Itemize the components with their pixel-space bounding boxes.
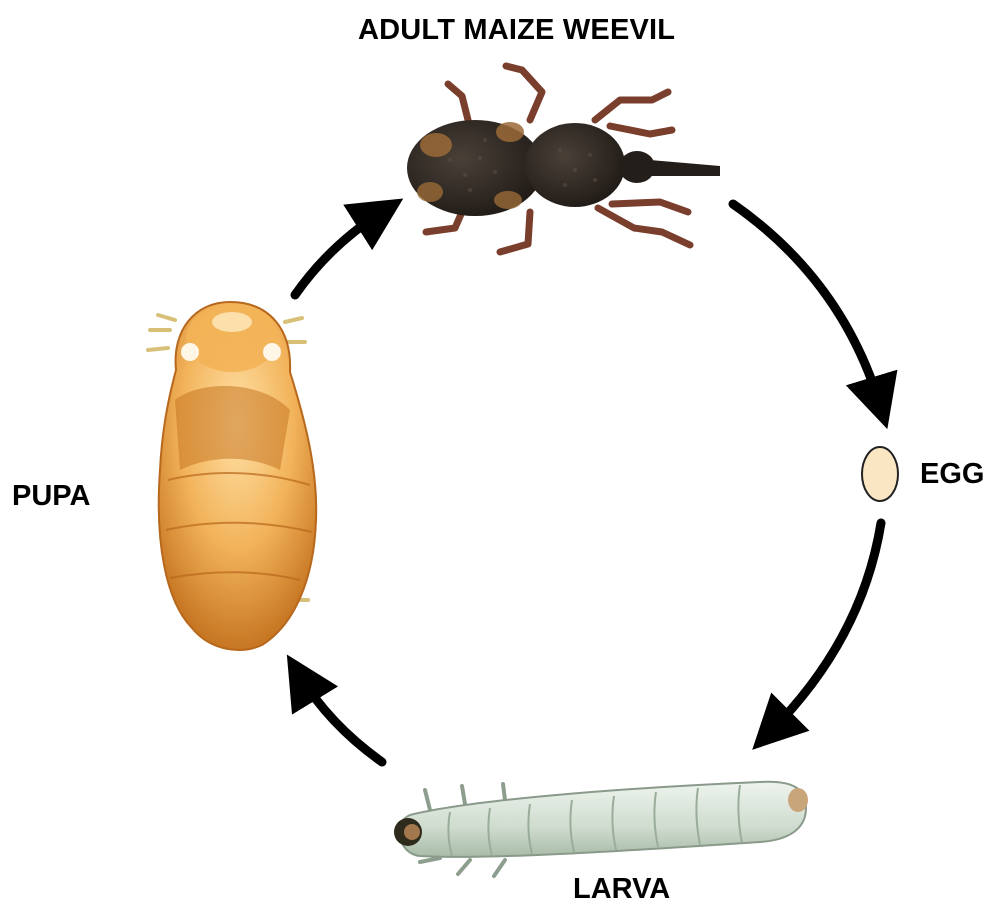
stage-label-larva: LARVA	[573, 873, 670, 906]
stage-label-adult: ADULT MAIZE WEEVIL	[358, 14, 675, 47]
arrow-egg-to-larva	[770, 523, 881, 732]
egg-illustration	[862, 447, 898, 501]
pupa-illustration	[148, 302, 316, 650]
stage-label-pupa: PUPA	[12, 480, 90, 513]
cycle-arrows	[295, 204, 881, 762]
arrow-pupa-to-adult	[295, 212, 382, 295]
arrow-adult-to-egg	[733, 204, 880, 405]
stage-label-egg: EGG	[920, 458, 984, 491]
arrow-larva-to-pupa	[300, 676, 382, 762]
larva-illustration	[394, 782, 808, 876]
adult-weevil-illustration	[407, 66, 720, 252]
